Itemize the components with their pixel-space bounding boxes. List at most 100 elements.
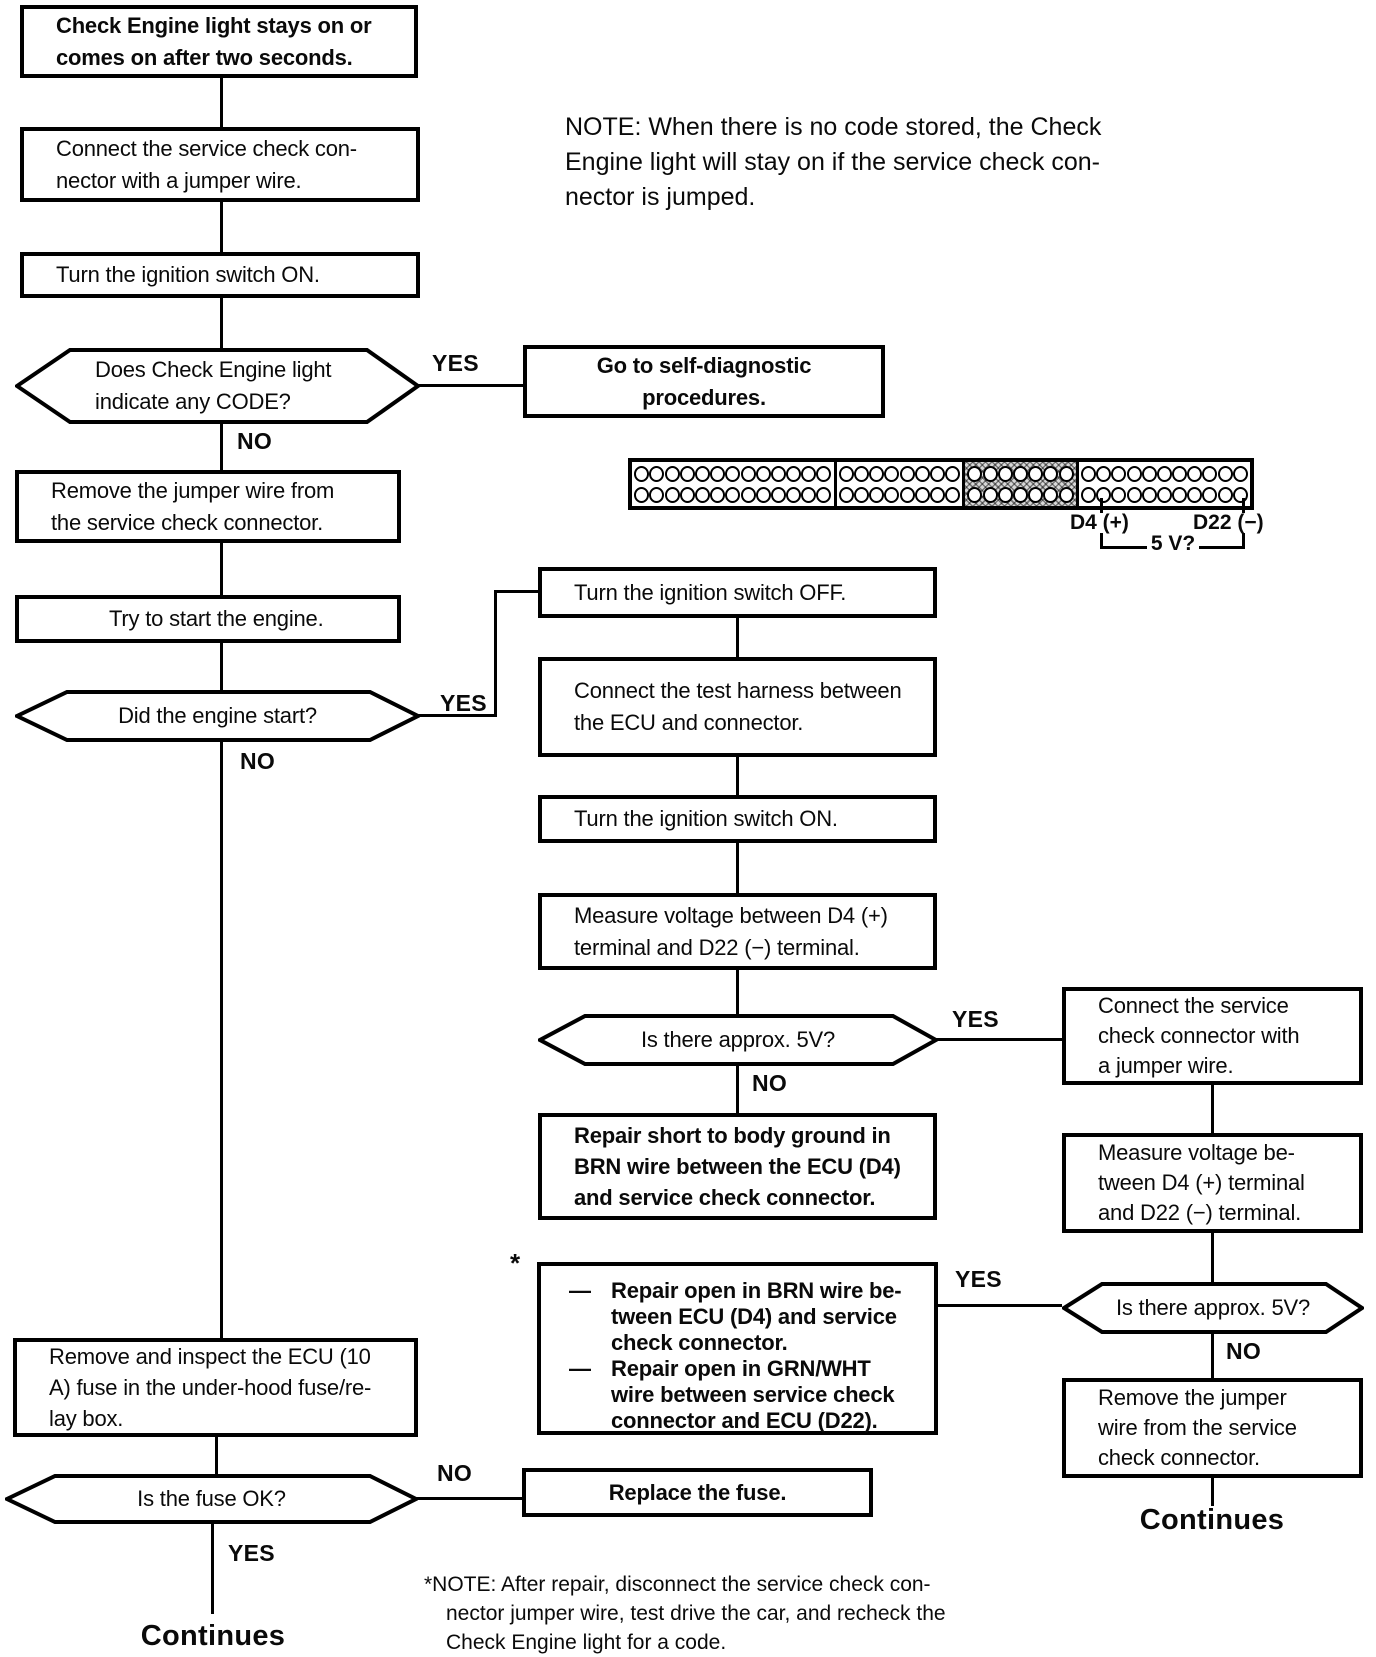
pin-circle	[869, 486, 885, 503]
pin-circle	[1043, 465, 1059, 482]
hex-engine-start: Did the engine start?	[15, 690, 420, 742]
note-top: NOTE: When there is no code stored, the …	[565, 113, 1102, 211]
box-replace-fuse: Replace the fuse.	[522, 1468, 873, 1517]
pin-circle	[929, 486, 945, 503]
hexagon-shape	[5, 1474, 418, 1524]
flow-line	[494, 590, 540, 593]
pin-circle	[899, 486, 915, 503]
pin-circle	[869, 465, 885, 482]
pin-circle	[929, 465, 945, 482]
pin-circle	[1028, 465, 1044, 482]
pin-circle	[816, 486, 832, 503]
pin-circle	[1232, 486, 1248, 503]
box-measure-voltage-right-text: Measure voltage be-tween D4 (+) terminal…	[1098, 1140, 1305, 1225]
pin-circle	[1156, 465, 1172, 482]
pin-circle	[1096, 486, 1112, 503]
flow-line	[736, 841, 739, 895]
voltage-bracket	[1242, 533, 1245, 549]
box-try-start-engine: Try to start the engine.	[15, 595, 401, 643]
voltage-bracket	[1199, 546, 1245, 549]
pin-circle	[1013, 465, 1028, 482]
pin-circle	[679, 486, 695, 503]
box-self-diagnostic-text: Go to self-diagnostic procedures.	[596, 352, 812, 410]
box-measure-voltage-mid-text: Measure voltage between D4 (+)terminal a…	[574, 902, 888, 960]
flow-line	[1211, 1332, 1214, 1378]
connector-pin-row	[634, 484, 832, 505]
hex-fuse-ok-text: Is the fuse OK?	[137, 1486, 286, 1511]
pin-circle	[1141, 486, 1157, 503]
connector-pin-row	[634, 463, 832, 484]
pin-circle	[1202, 465, 1218, 482]
label-yes-fuse: YES	[228, 1540, 275, 1566]
asterisk-marker: *	[510, 1248, 521, 1278]
pin-circle	[786, 465, 802, 482]
label-no-start: NO	[240, 748, 276, 774]
continues-left: Continues	[140, 1620, 286, 1652]
flow-line	[936, 1304, 1062, 1307]
pin-circle	[1043, 486, 1059, 503]
pin-circle	[1080, 486, 1096, 503]
pin-circle	[770, 465, 786, 482]
repair-open-list: —Repair open in BRN wire be-tween ECU (D…	[541, 1266, 934, 1434]
voltage-bracket-label: 5 V?	[1150, 532, 1196, 555]
note-bottom: *NOTE: After repair, disconnect the serv…	[424, 1570, 984, 1657]
pin-circle	[967, 465, 983, 482]
pin-circle	[740, 465, 756, 482]
pin-circle	[755, 465, 771, 482]
note-bottom-line: Check Engine light for a code.	[446, 1631, 727, 1654]
flow-line	[736, 755, 739, 797]
pin-circle	[967, 486, 983, 503]
box-measure-voltage-mid: Measure voltage between D4 (+)terminal a…	[538, 893, 937, 970]
pin-circle	[1202, 486, 1218, 503]
pin-circle	[914, 486, 930, 503]
pin-circle	[838, 465, 854, 482]
box-try-start-engine-text: Try to start the engine.	[109, 606, 324, 631]
flow-line	[1211, 1083, 1214, 1135]
flow-line	[418, 714, 497, 717]
hex-5v-mid: Is there approx. 5V?	[538, 1014, 938, 1066]
ecu-connector	[628, 458, 1254, 510]
connector-pin-row	[967, 484, 1074, 505]
pin-circle	[1111, 465, 1127, 482]
box-ignition-on-left-text: Turn the ignition switch ON.	[56, 262, 320, 287]
box-replace-fuse-text: Replace the fuse.	[608, 1479, 787, 1505]
hex-fuse-ok: Is the fuse OK?	[5, 1474, 418, 1524]
box-ignition-on-right-text: Turn the ignition switch ON.	[574, 806, 838, 831]
pin-circle	[725, 486, 741, 503]
pin-label-d22: D22 (−)	[1193, 511, 1264, 534]
pin-circle	[1058, 486, 1074, 503]
hexagon-shape	[538, 1014, 938, 1066]
connector-pin-row	[838, 484, 961, 505]
flow-line	[215, 1435, 218, 1477]
pin-circle	[1058, 465, 1074, 482]
box-ignition-off-text: Turn the ignition switch OFF.	[574, 579, 847, 605]
pin-circle	[1111, 486, 1127, 503]
connector-section	[1079, 462, 1250, 506]
flow-line	[220, 200, 223, 254]
pin-circle	[838, 486, 854, 503]
box-ignition-off: Turn the ignition switch OFF.	[538, 567, 937, 618]
pin-circle	[884, 465, 900, 482]
flow-line	[220, 740, 223, 1340]
hex-5v-mid-text: Is there approx. 5V?	[640, 1027, 836, 1052]
label-yes-start: YES	[440, 690, 487, 716]
flow-line	[416, 1497, 522, 1500]
label-yes-code: YES	[432, 350, 479, 376]
pin-circle	[664, 486, 680, 503]
note-bottom-line: nector jumper wire, test drive the car, …	[446, 1602, 946, 1625]
pin-label-d4: D4 (+)	[1070, 511, 1129, 534]
pin-circle	[854, 465, 870, 482]
flow-line	[220, 422, 223, 472]
pin-circle	[982, 486, 998, 503]
pin-circle	[1232, 465, 1248, 482]
pin-circle	[694, 486, 710, 503]
pin-circle	[694, 465, 710, 482]
voltage-bracket	[1100, 533, 1103, 549]
